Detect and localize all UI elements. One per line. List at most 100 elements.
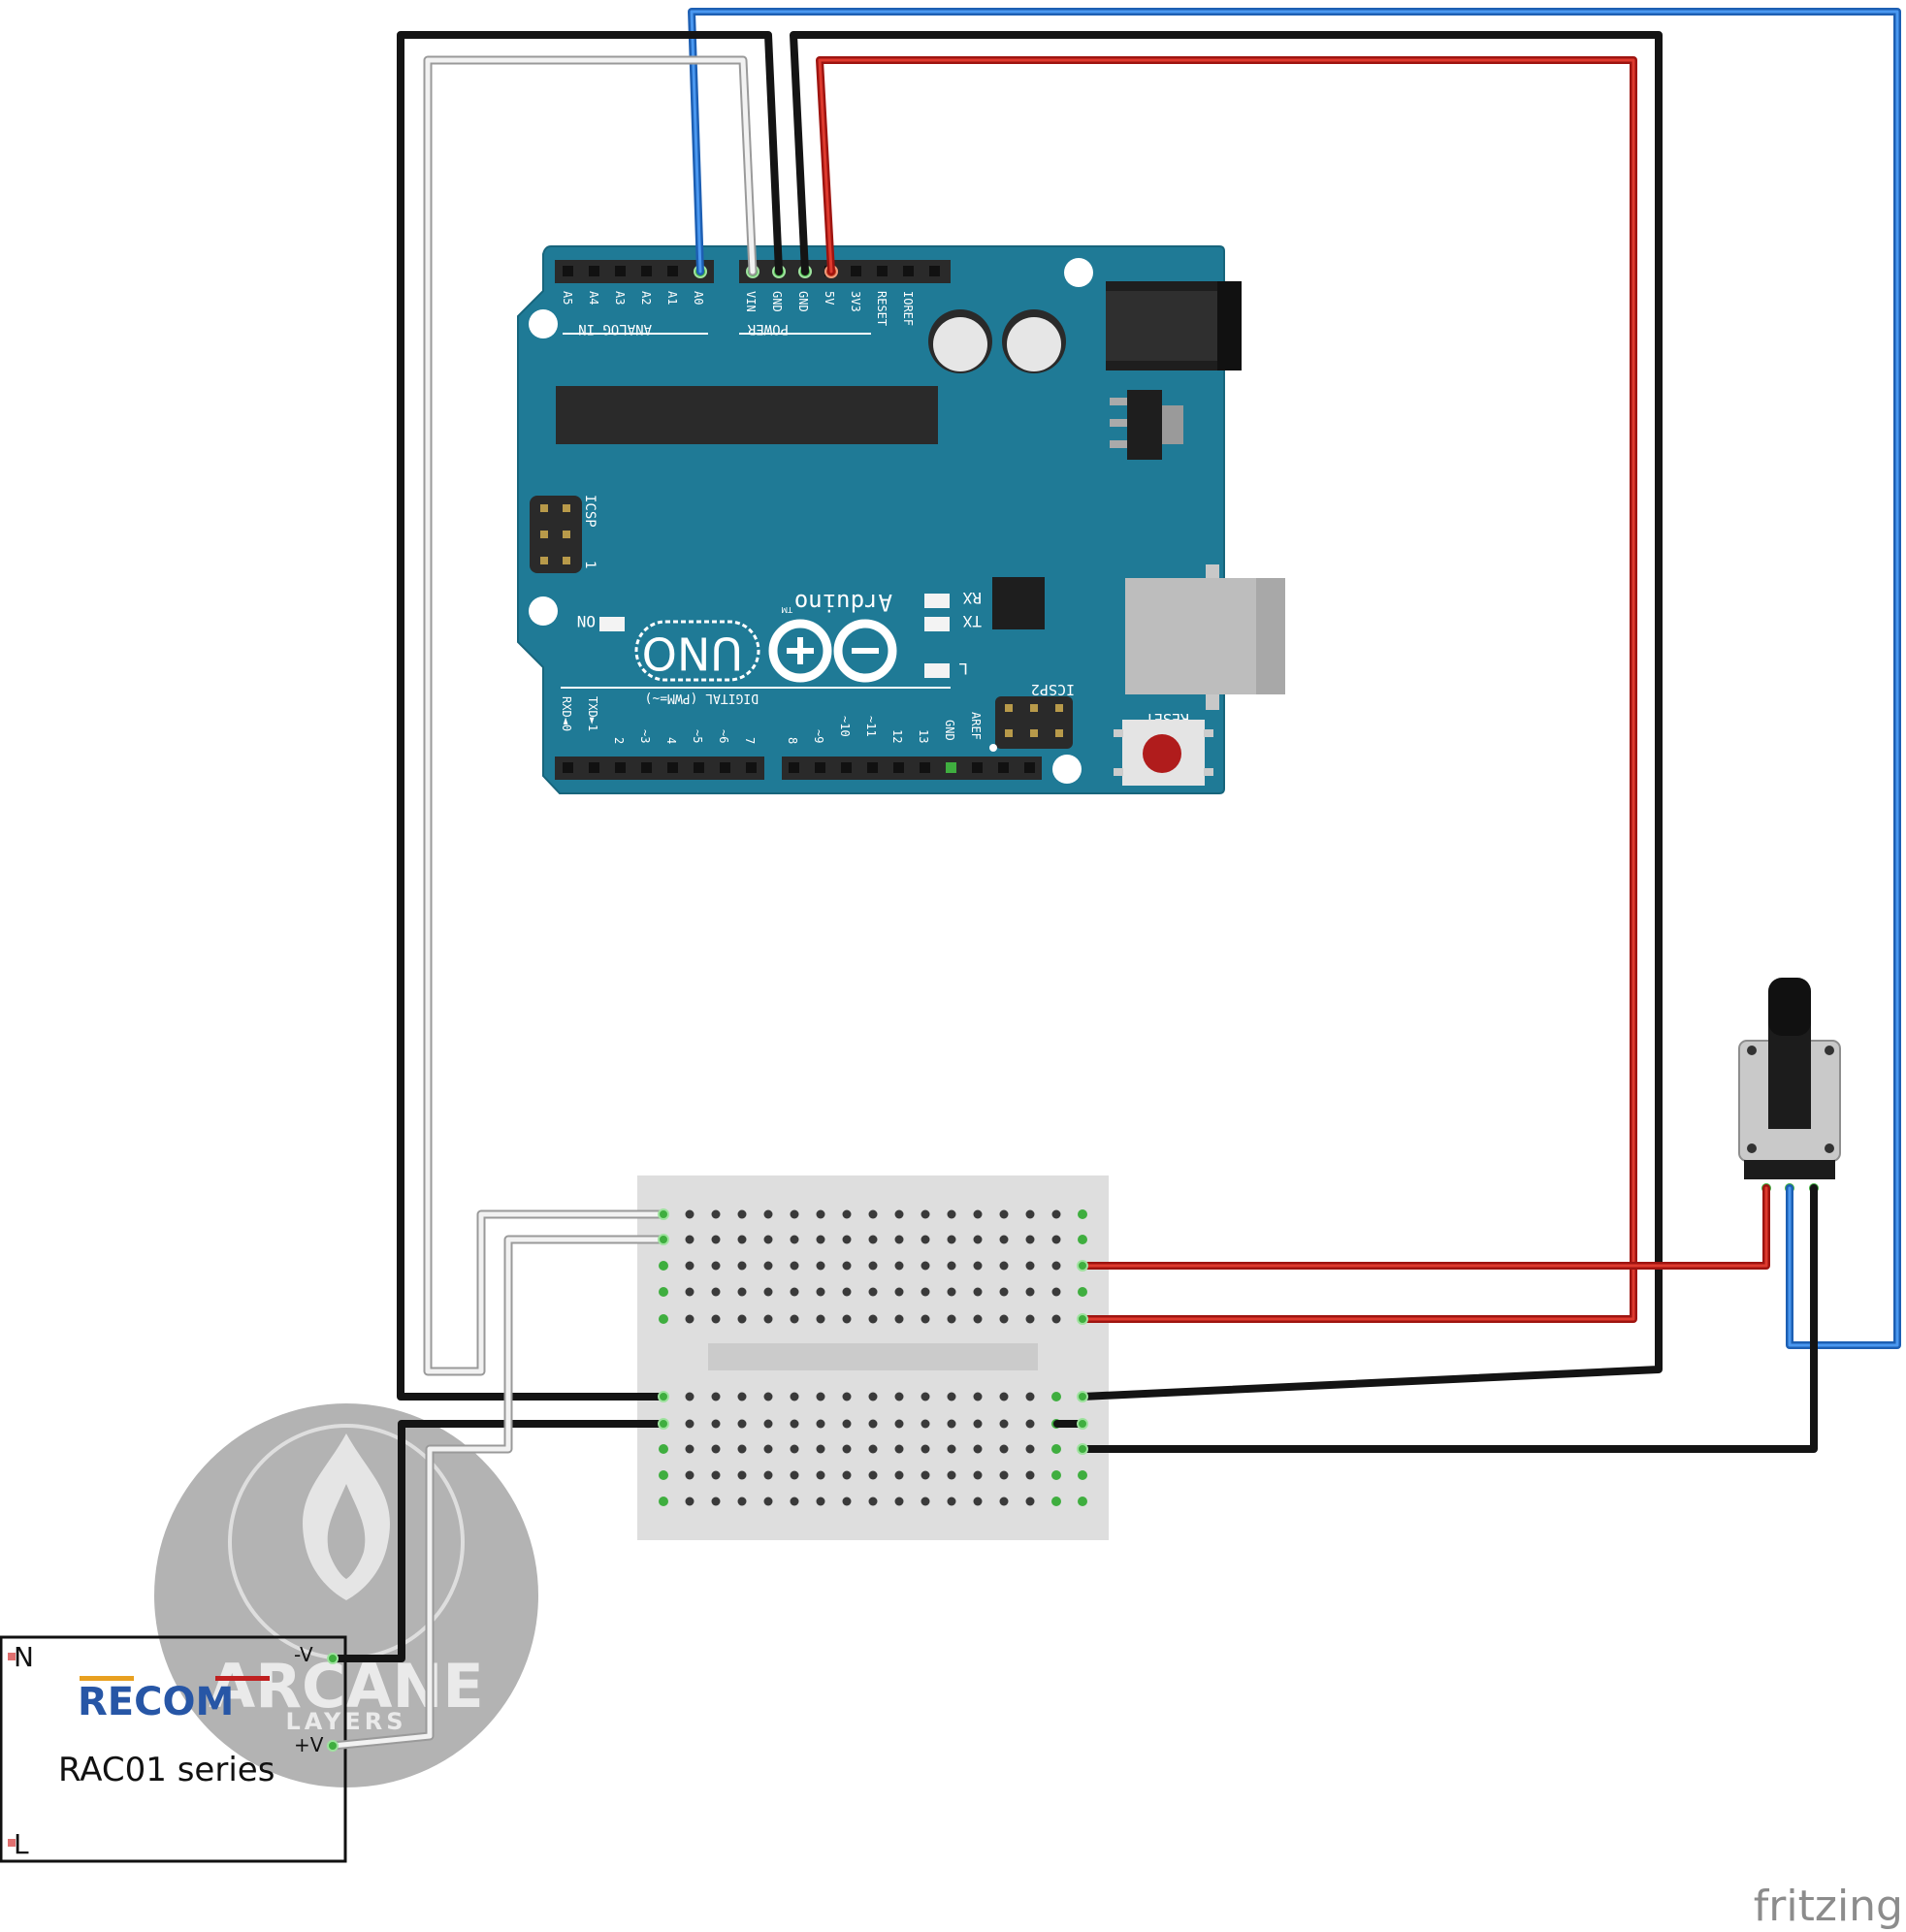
breadboard-hole[interactable] — [790, 1314, 799, 1324]
wire-black-gnd-to-breadboard[interactable] — [397, 31, 783, 1401]
breadboard-hole[interactable] — [921, 1419, 930, 1429]
breadboard-hole[interactable] — [999, 1314, 1009, 1324]
wire-black-breadboard-to-pot[interactable] — [1079, 1184, 1818, 1453]
breadboard-hole[interactable] — [973, 1392, 983, 1401]
breadboard-hole[interactable] — [763, 1261, 773, 1271]
breadboard-hole[interactable] — [921, 1497, 930, 1506]
breadboard-hole[interactable] — [1051, 1470, 1061, 1480]
breadboard-hole[interactable] — [685, 1314, 695, 1324]
breadboard-hole[interactable] — [921, 1314, 930, 1324]
psu-pin-n-marker[interactable] — [8, 1653, 16, 1660]
breadboard-hole[interactable] — [921, 1287, 930, 1297]
breadboard-hole[interactable] — [921, 1235, 930, 1244]
breadboard-hole[interactable] — [947, 1392, 956, 1401]
breadboard-hole[interactable] — [842, 1314, 852, 1324]
breadboard-hole[interactable] — [999, 1209, 1009, 1219]
breadboard-hole[interactable] — [763, 1497, 773, 1506]
breadboard-hole[interactable] — [947, 1287, 956, 1297]
breadboard-hole[interactable] — [763, 1470, 773, 1480]
breadboard-hole[interactable] — [737, 1444, 747, 1454]
breadboard-hole[interactable] — [947, 1497, 956, 1506]
breadboard-hole[interactable] — [947, 1470, 956, 1480]
breadboard-hole[interactable] — [973, 1470, 983, 1480]
breadboard-hole[interactable] — [711, 1261, 721, 1271]
breadboard-hole[interactable] — [842, 1419, 852, 1429]
breadboard-hole[interactable] — [868, 1287, 878, 1297]
breadboard-hole[interactable] — [894, 1470, 904, 1480]
wire-black-gnd-to-breadboard-right[interactable] — [790, 31, 1663, 1401]
breadboard-hole[interactable] — [1078, 1497, 1087, 1506]
breadboard-hole[interactable] — [973, 1314, 983, 1324]
breadboard-hole[interactable] — [947, 1444, 956, 1454]
breadboard-hole[interactable] — [921, 1209, 930, 1219]
breadboard-hole[interactable] — [1025, 1287, 1035, 1297]
breadboard-hole[interactable] — [1051, 1261, 1061, 1271]
rotary-potentiometer[interactable] — [1738, 978, 1841, 1193]
breadboard-hole[interactable] — [711, 1444, 721, 1454]
breadboard-hole[interactable] — [659, 1314, 668, 1324]
breadboard-hole[interactable] — [1051, 1287, 1061, 1297]
breadboard-hole[interactable] — [973, 1261, 983, 1271]
breadboard-hole[interactable] — [763, 1287, 773, 1297]
breadboard-hole[interactable] — [816, 1419, 825, 1429]
breadboard-hole[interactable] — [685, 1209, 695, 1219]
breadboard-hole[interactable] — [921, 1470, 930, 1480]
breadboard-hole[interactable] — [999, 1497, 1009, 1506]
breadboard-hole[interactable] — [737, 1209, 747, 1219]
breadboard-hole[interactable] — [842, 1497, 852, 1506]
breadboard-hole[interactable] — [659, 1470, 668, 1480]
breadboard-hole[interactable] — [868, 1235, 878, 1244]
breadboard-hole[interactable] — [1051, 1444, 1061, 1454]
breadboard-hole[interactable] — [659, 1287, 668, 1297]
breadboard-hole[interactable] — [685, 1444, 695, 1454]
breadboard-hole[interactable] — [711, 1235, 721, 1244]
breadboard-hole[interactable] — [685, 1287, 695, 1297]
breadboard-hole[interactable] — [1025, 1261, 1035, 1271]
breadboard-hole[interactable] — [816, 1470, 825, 1480]
breadboard-hole[interactable] — [1051, 1235, 1061, 1244]
wire-black-psu-vneg-to-breadboard[interactable] — [329, 1420, 667, 1662]
breadboard-hole[interactable] — [816, 1235, 825, 1244]
breadboard-hole[interactable] — [711, 1497, 721, 1506]
breadboard-hole[interactable] — [842, 1209, 852, 1219]
breadboard-hole[interactable] — [790, 1470, 799, 1480]
breadboard-hole[interactable] — [894, 1392, 904, 1401]
breadboard-hole[interactable] — [1051, 1209, 1061, 1219]
breadboard-hole[interactable] — [1025, 1419, 1035, 1429]
breadboard-hole[interactable] — [973, 1209, 983, 1219]
breadboard-hole[interactable] — [790, 1497, 799, 1506]
breadboard-hole[interactable] — [790, 1444, 799, 1454]
breadboard-hole[interactable] — [868, 1209, 878, 1219]
breadboard-hole[interactable] — [1025, 1444, 1035, 1454]
breadboard-hole[interactable] — [737, 1235, 747, 1244]
breadboard-hole[interactable] — [816, 1287, 825, 1297]
breadboard-hole[interactable] — [685, 1235, 695, 1244]
breadboard-hole[interactable] — [1051, 1392, 1061, 1401]
breadboard-hole[interactable] — [894, 1497, 904, 1506]
breadboard-hole[interactable] — [947, 1261, 956, 1271]
breadboard-hole[interactable] — [711, 1209, 721, 1219]
breadboard-hole[interactable] — [999, 1287, 1009, 1297]
breadboard-hole[interactable] — [894, 1235, 904, 1244]
breadboard-hole[interactable] — [1078, 1235, 1087, 1244]
breadboard-hole[interactable] — [894, 1314, 904, 1324]
breadboard-hole[interactable] — [973, 1287, 983, 1297]
breadboard-hole[interactable] — [973, 1444, 983, 1454]
breadboard-hole[interactable] — [947, 1314, 956, 1324]
breadboard-hole[interactable] — [1025, 1470, 1035, 1480]
breadboard-hole[interactable] — [737, 1314, 747, 1324]
breadboard-hole[interactable] — [999, 1235, 1009, 1244]
breadboard-hole[interactable] — [659, 1497, 668, 1506]
wire-red-breadboard-to-pot[interactable] — [1079, 1184, 1770, 1270]
breadboard-hole[interactable] — [973, 1497, 983, 1506]
breadboard-hole[interactable] — [816, 1209, 825, 1219]
breadboard-hole[interactable] — [1025, 1497, 1035, 1506]
breadboard-hole[interactable] — [685, 1261, 695, 1271]
breadboard-hole[interactable] — [737, 1497, 747, 1506]
breadboard-hole[interactable] — [894, 1444, 904, 1454]
breadboard-hole[interactable] — [894, 1287, 904, 1297]
breadboard-hole[interactable] — [790, 1392, 799, 1401]
breadboard-hole[interactable] — [685, 1497, 695, 1506]
breadboard-hole[interactable] — [868, 1497, 878, 1506]
breadboard-hole[interactable] — [1025, 1314, 1035, 1324]
